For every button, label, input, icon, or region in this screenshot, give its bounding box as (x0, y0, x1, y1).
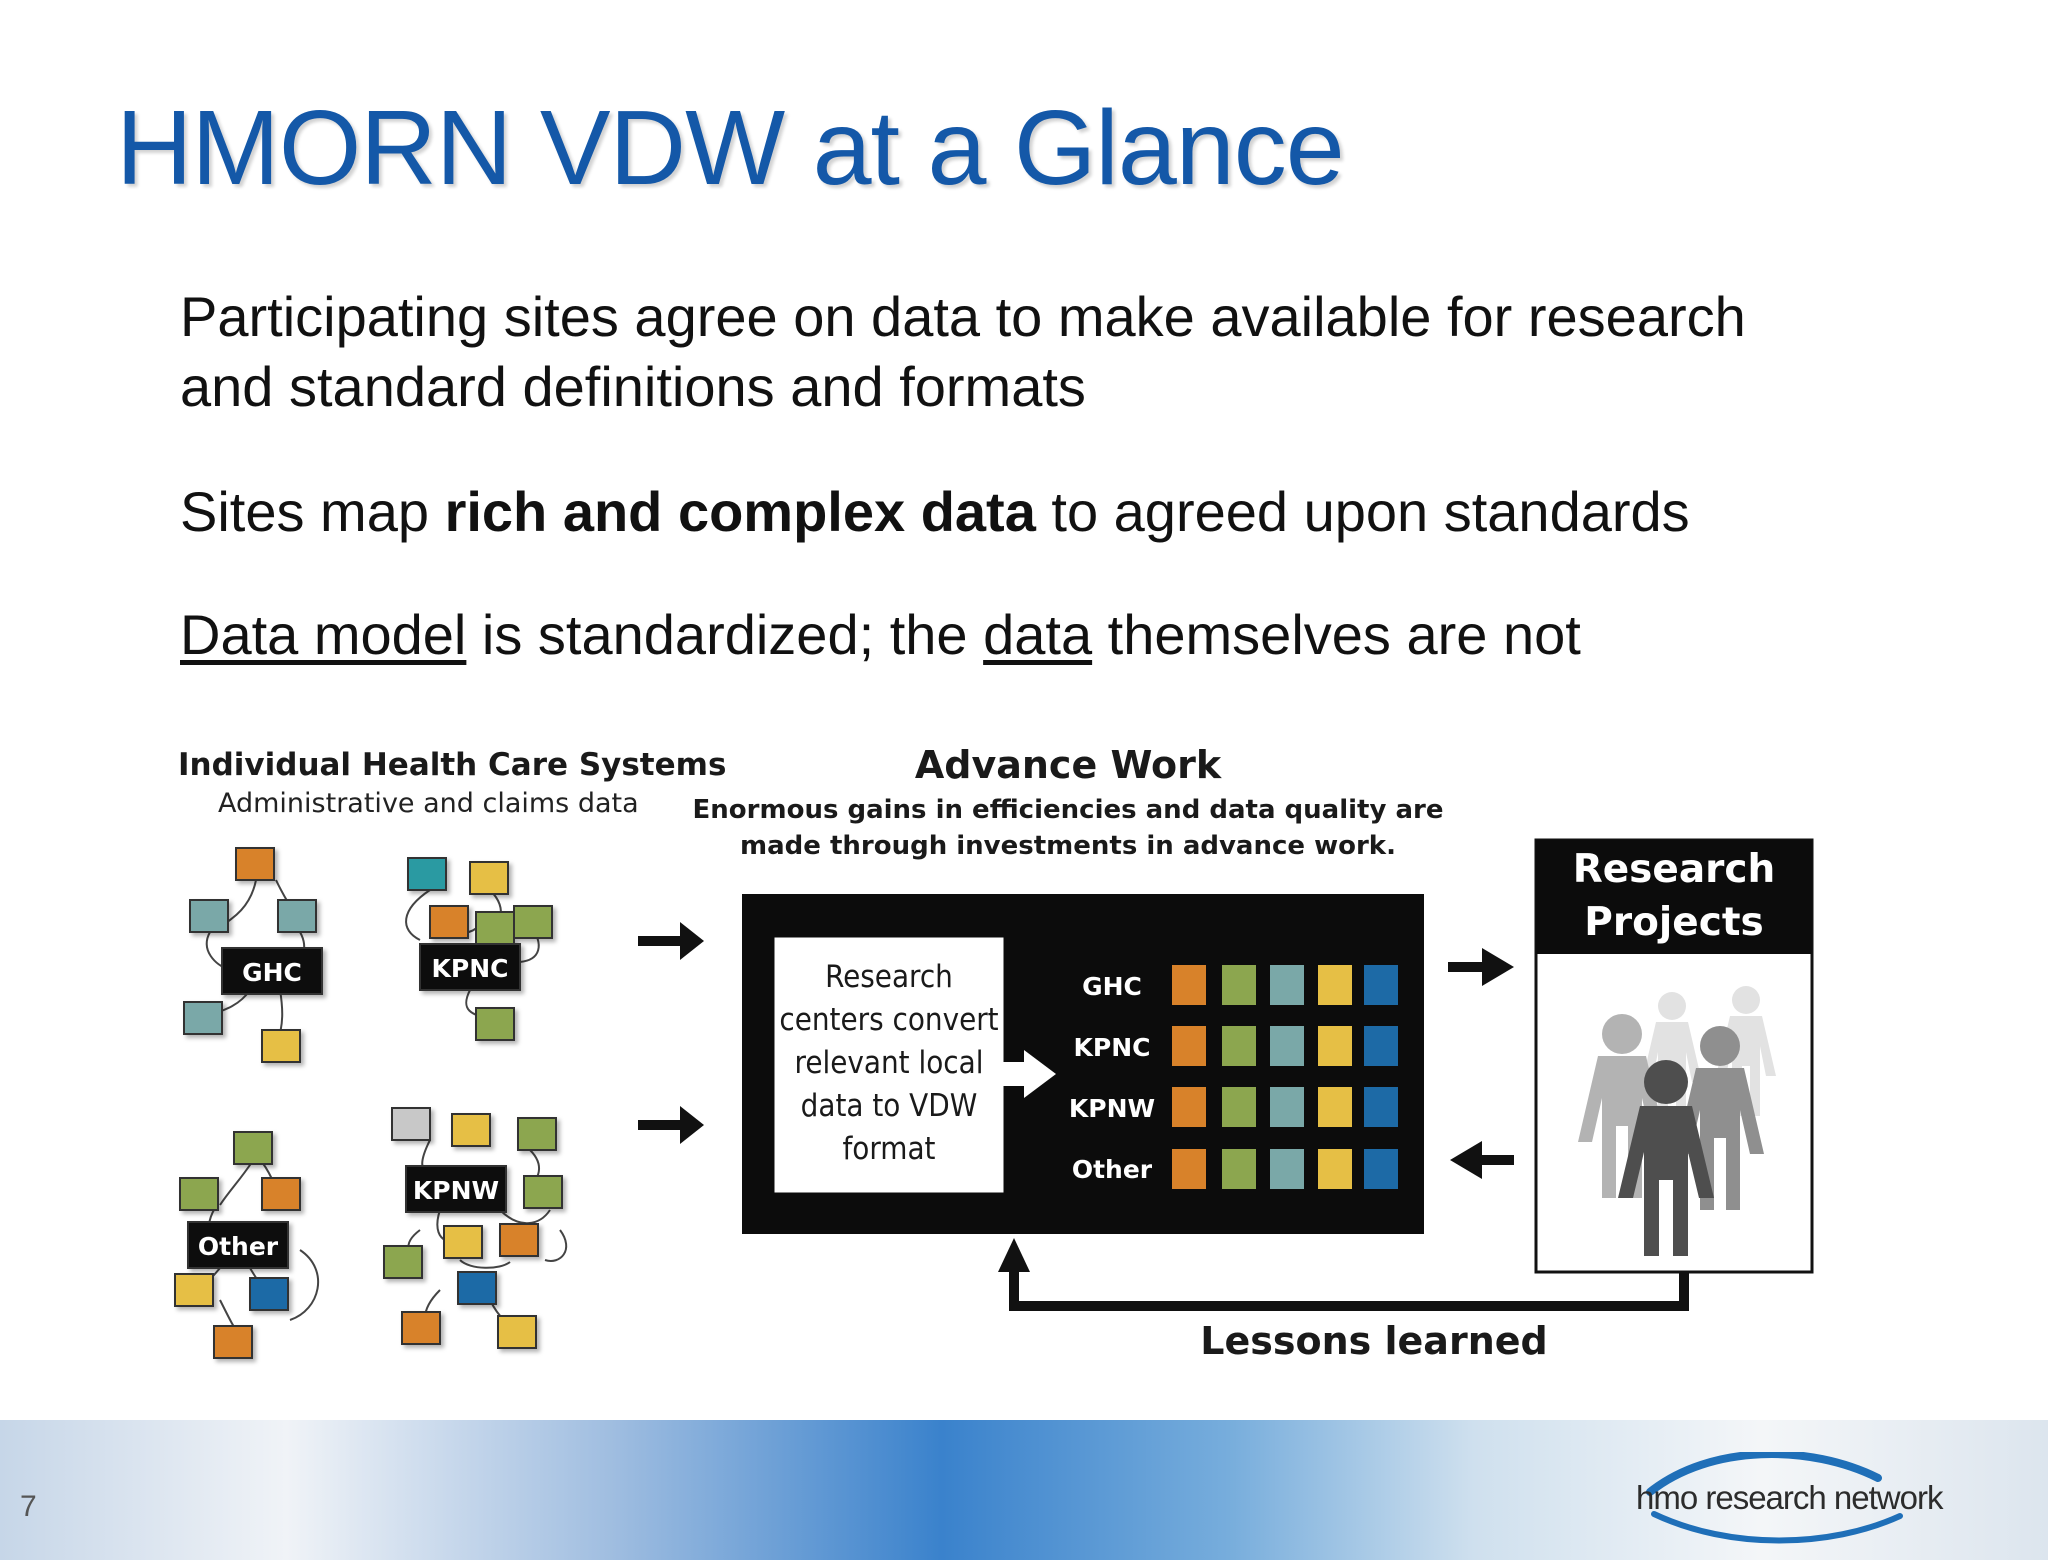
bullet-participating-sites: Participating sites agree on data to mak… (180, 282, 1746, 422)
people-icon (1578, 986, 1776, 1256)
logo-swoosh-bottom (1651, 1511, 1903, 1544)
grid-row-kpnc (1172, 1026, 1398, 1066)
bullet-3-end: themselves are not (1092, 603, 1581, 666)
convert-line-5: format (843, 1131, 936, 1167)
other-boxes (174, 1131, 301, 1359)
kpnc-boxes (407, 857, 553, 1041)
footer-band (0, 1420, 2048, 1560)
slide-title: HMORN VDW at a Glance (116, 89, 1345, 207)
row-label-ghc: GHC (1082, 972, 1142, 1001)
lessons-learned-label: Lessons learned (1200, 1319, 1547, 1363)
bullet-3-underline-data-model: Data model (180, 603, 467, 666)
vdw-diagram: Individual Health Care Systems Administr… (174, 743, 1814, 1363)
up-arrow-icon (998, 1238, 1030, 1272)
left-arrow-icon (1450, 1141, 1514, 1179)
hmo-research-network-logo: hmo research network (1636, 1452, 1945, 1544)
bullet-2-before: Sites map (180, 480, 445, 543)
row-label-kpnw: KPNW (1069, 1094, 1155, 1123)
right-arrow-icon (1448, 948, 1514, 986)
bullet-1-line-1: Participating sites agree on data to mak… (180, 285, 1746, 348)
bullet-3-underline-data: data (983, 603, 1093, 666)
convert-box (774, 937, 1004, 1193)
ghc-label: GHC (242, 958, 302, 987)
advance-work-desc-line-1: Enormous gains in efficiencies and data … (693, 795, 1444, 825)
bullet-2-after: to agreed upon standards (1035, 480, 1690, 543)
row-label-other: Other (1072, 1155, 1153, 1184)
convert-line-3: relevant local (795, 1045, 984, 1081)
convert-line-4: data to VDW (801, 1088, 978, 1124)
feedback-loop-arrow (998, 1238, 1689, 1311)
left-panel-subheading: Administrative and claims data (218, 788, 639, 819)
kpnw-boxes (383, 1107, 563, 1349)
left-panel-heading: Individual Health Care Systems (178, 747, 726, 783)
right-arrow-icon (638, 1106, 704, 1144)
advance-work-heading: Advance Work (915, 743, 1222, 787)
advance-work-desc-line-2: made through investments in advance work… (740, 831, 1396, 861)
convert-line-1: Research (825, 959, 953, 995)
grid-row-ghc (1172, 965, 1398, 1005)
convert-arrow-icon (1000, 1050, 1056, 1098)
kpnc-label: KPNC (432, 954, 509, 983)
bullet-data-model: Data model is standardized; the data the… (180, 600, 1581, 670)
right-arrow-icon (638, 922, 704, 960)
logo-swoosh-top (1646, 1452, 1882, 1496)
kpnw-label: KPNW (413, 1176, 499, 1205)
other-label: Other (198, 1232, 279, 1261)
grid-row-kpnw (1172, 1087, 1398, 1127)
research-projects-line-2: Projects (1584, 900, 1763, 945)
standardized-data-grid (1172, 965, 1398, 1189)
grid-row-other (1172, 1149, 1398, 1189)
convert-line-2: centers convert (779, 1002, 998, 1038)
research-projects-line-1: Research (1573, 847, 1776, 892)
bullet-sites-map: Sites map rich and complex data to agree… (180, 477, 1690, 547)
bullet-2-bold: rich and complex data (444, 480, 1036, 543)
ghc-boxes (183, 847, 323, 1063)
row-label-kpnc: KPNC (1074, 1033, 1151, 1062)
logo-text: hmo research network (1636, 1479, 1944, 1516)
research-projects-header (1536, 840, 1812, 954)
page-number: 7 (20, 1490, 37, 1523)
bullet-3-middle: is standardized; the (466, 603, 984, 666)
bullet-1-line-2: and standard definitions and formats (180, 355, 1086, 418)
